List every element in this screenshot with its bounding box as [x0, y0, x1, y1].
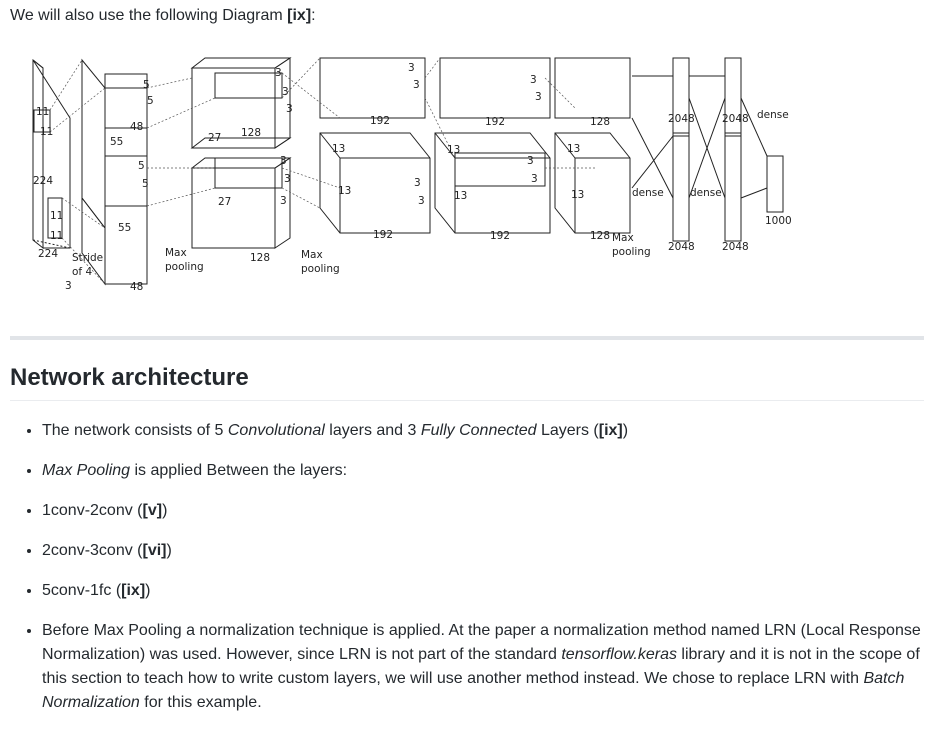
- lbl-13b: 13: [338, 185, 351, 197]
- lbl-3c: 3: [286, 103, 293, 115]
- lbl-13e: 13: [567, 143, 580, 155]
- lbl-3l: 3: [535, 91, 542, 103]
- list-item: 1conv-2conv ([v]): [42, 499, 924, 523]
- lbl-48a: 48: [130, 121, 143, 133]
- lbl-192b: 192: [373, 229, 393, 241]
- lbl-55b: 55: [118, 222, 131, 234]
- lbl-128b: 128: [250, 252, 270, 264]
- architecture-list: The network consists of 5 Convolutional …: [10, 419, 924, 731]
- lbl-3a: 3: [275, 67, 282, 79]
- lbl-48b: 48: [130, 281, 143, 293]
- lbl-11c: 11: [50, 210, 63, 222]
- reference-link[interactable]: [v]: [142, 502, 163, 519]
- lbl-2048a: 2048: [668, 113, 695, 125]
- lbl-3g: 3: [408, 62, 415, 74]
- lbl-128a: 128: [241, 127, 261, 139]
- list-item: Before Max Pooling a normalization techn…: [42, 619, 924, 715]
- lbl-1000: 1000: [765, 215, 792, 227]
- lbl-stride2: of 4: [72, 266, 92, 278]
- lbl-192d: 192: [490, 230, 510, 242]
- lbl-3k: 3: [530, 74, 537, 86]
- lbl-3d: 3: [280, 155, 287, 167]
- lbl-192c: 192: [485, 116, 505, 128]
- lbl-maxp1a: Max: [165, 247, 187, 259]
- lbl-5b: 5: [147, 95, 154, 107]
- list-item: The network consists of 5 Convolutional …: [42, 419, 924, 443]
- reference-link[interactable]: [ix]: [598, 422, 623, 439]
- list-item: Max Pooling is applied Between the layer…: [42, 459, 924, 483]
- lbl-3b: 3: [282, 86, 289, 98]
- lbl-128d: 128: [590, 230, 610, 242]
- heading-underline: [10, 400, 924, 401]
- lbl-27a: 27: [208, 132, 221, 144]
- list-item: 2conv-3conv ([vi]): [42, 539, 924, 563]
- lbl-maxp2a: Max: [301, 249, 323, 261]
- lbl-3: 3: [65, 280, 72, 292]
- lbl-224a: 224: [33, 175, 53, 187]
- lbl-dense1: dense: [632, 187, 664, 199]
- lbl-5a: 5: [143, 79, 150, 91]
- reference-link[interactable]: [vi]: [142, 542, 167, 559]
- lbl-2048d: 2048: [722, 241, 749, 253]
- lbl-55a: 55: [110, 136, 123, 148]
- section-title: Network architecture: [10, 364, 249, 391]
- lbl-13a: 13: [332, 143, 345, 155]
- lbl-13d: 13: [454, 190, 467, 202]
- reference-link[interactable]: [ix]: [121, 582, 146, 599]
- lbl-dense2: dense: [690, 187, 722, 199]
- lbl-maxp1b: pooling: [165, 261, 204, 273]
- list-item: 5conv-1fc ([ix]): [42, 579, 924, 603]
- lbl-11d: 11: [50, 230, 63, 242]
- lbl-11b: 11: [40, 126, 53, 138]
- section-divider: [10, 336, 924, 340]
- lbl-3h: 3: [413, 79, 420, 91]
- lbl-maxp3a: Max: [612, 232, 634, 244]
- intro-after: :: [311, 7, 316, 24]
- lbl-2048b: 2048: [722, 113, 749, 125]
- lbl-13c: 13: [447, 144, 460, 156]
- lbl-192a: 192: [370, 115, 390, 127]
- lbl-11a: 11: [36, 106, 49, 118]
- lbl-5c: 5: [138, 160, 145, 172]
- lbl-3i: 3: [414, 177, 421, 189]
- lbl-3e: 3: [284, 173, 291, 185]
- intro-reference[interactable]: [ix]: [287, 7, 312, 24]
- lbl-3j: 3: [418, 195, 425, 207]
- lbl-3n: 3: [531, 173, 538, 185]
- intro-text: We will also use the following Diagram […: [10, 6, 316, 26]
- intro-before: We will also use the following Diagram: [10, 7, 288, 24]
- lbl-dense3: dense: [757, 109, 789, 121]
- lbl-maxp2b: pooling: [301, 263, 340, 275]
- lbl-2048c: 2048: [668, 241, 695, 253]
- lbl-128c: 128: [590, 116, 610, 128]
- lbl-27b: 27: [218, 196, 231, 208]
- alexnet-diagram: 11 11 224 11 11 224 3 Stride of 4 55 55 …: [32, 57, 792, 293]
- lbl-maxp3b: pooling: [612, 246, 651, 258]
- lbl-stride1: Stride: [72, 252, 103, 264]
- lbl-3f: 3: [280, 195, 287, 207]
- lbl-3m: 3: [527, 155, 534, 167]
- lbl-5d: 5: [142, 178, 149, 190]
- lbl-224b: 224: [38, 248, 58, 260]
- lbl-13f: 13: [571, 189, 584, 201]
